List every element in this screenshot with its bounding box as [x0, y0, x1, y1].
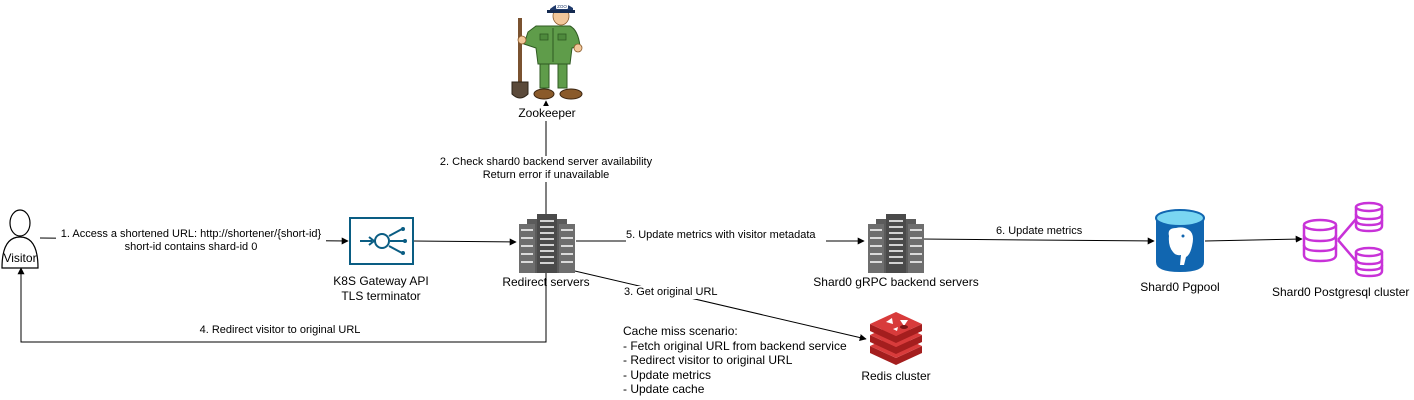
redirect-servers-label: Redirect servers [496, 275, 596, 290]
edge-redirect-to-visitor [17, 267, 547, 343]
edge-gateway-to-redirect [412, 238, 517, 246]
edge-2-label-line2: Return error if unavailable [482, 169, 610, 181]
cache-miss-note-item: - Update metrics [623, 367, 712, 382]
visitor-actor-icon [1, 209, 39, 269]
redis-cluster-icon [870, 312, 922, 365]
postgres-label: Shard0 Postgresql cluster [1272, 285, 1414, 300]
edge-1-label-line2: short-id contains shard-id 0 [124, 241, 258, 253]
edge-1-label: 1. Access a shortened URL: http://shorte… [56, 228, 326, 254]
gateway-label-line1: K8S Gateway API [333, 274, 429, 288]
cache-miss-note-item: - Update cache [623, 382, 705, 396]
grpc-servers-label-text: Shard0 gRPC backend servers [813, 275, 979, 289]
edge-5-label-text: 5. Update metrics with visitor metadata [626, 229, 816, 241]
edge-3-label: 3. Get original URL [624, 286, 724, 299]
grpc-servers-icon [868, 214, 924, 273]
redis-label: Redis cluster [846, 369, 946, 384]
zookeeper-label: Zookeeper [507, 106, 587, 121]
redis-label-text: Redis cluster [861, 369, 931, 383]
edge-4-label: 4. Redirect visitor to original URL [190, 324, 370, 337]
edge-6-label: 6. Update metrics [996, 225, 1096, 238]
visitor-label-text: Visitor [3, 251, 37, 265]
edge-2-label-line1: 2. Check shard0 backend server availabil… [439, 156, 653, 168]
zookeeper-label-text: Zookeeper [518, 106, 576, 120]
edge-4-label-text: 4. Redirect visitor to original URL [199, 324, 361, 336]
pgpool-database-icon [1155, 209, 1205, 272]
pgpool-label: Shard0 Pgpool [1130, 280, 1230, 295]
edge-6-label-text: 6. Update metrics [996, 225, 1083, 237]
edge-5-label: 5. Update metrics with visitor metadata [626, 229, 826, 242]
pgpool-label-text: Shard0 Pgpool [1140, 280, 1220, 294]
zookeeper-icon: ZOO [511, 3, 583, 100]
edge-3-label-text: 3. Get original URL [624, 286, 718, 298]
cache-miss-note-title: Cache miss scenario: [623, 324, 738, 338]
gateway-icon [349, 217, 414, 265]
edge-redirect-to-redis [561, 267, 867, 341]
gateway-label: K8S Gateway API TLS terminator [316, 274, 446, 304]
redirect-servers-label-text: Redirect servers [502, 275, 590, 289]
cache-miss-note: Cache miss scenario: - Fetch original UR… [623, 324, 863, 397]
redirect-servers-icon [519, 214, 575, 273]
edge-2-label: 2. Check shard0 backend server availabil… [420, 156, 672, 182]
postgres-label-text: Shard0 Postgresql cluster [1272, 285, 1410, 299]
cache-miss-note-item: - Fetch original URL from backend servic… [623, 338, 847, 353]
gateway-label-line2: TLS terminator [341, 289, 421, 303]
edge-pgpool-to-postgres [1204, 235, 1303, 243]
grpc-servers-label: Shard0 gRPC backend servers [806, 275, 986, 290]
edge-1-label-line1: 1. Access a shortened URL: http://shorte… [60, 228, 322, 240]
postgres-cluster-icon [1302, 201, 1384, 278]
visitor-label: Visitor [0, 251, 40, 266]
edge-grpc-to-pgpool [920, 237, 1155, 245]
zookeeper-cap-text: ZOO [557, 4, 567, 9]
cache-miss-note-item: - Redirect visitor to original URL [623, 353, 793, 367]
